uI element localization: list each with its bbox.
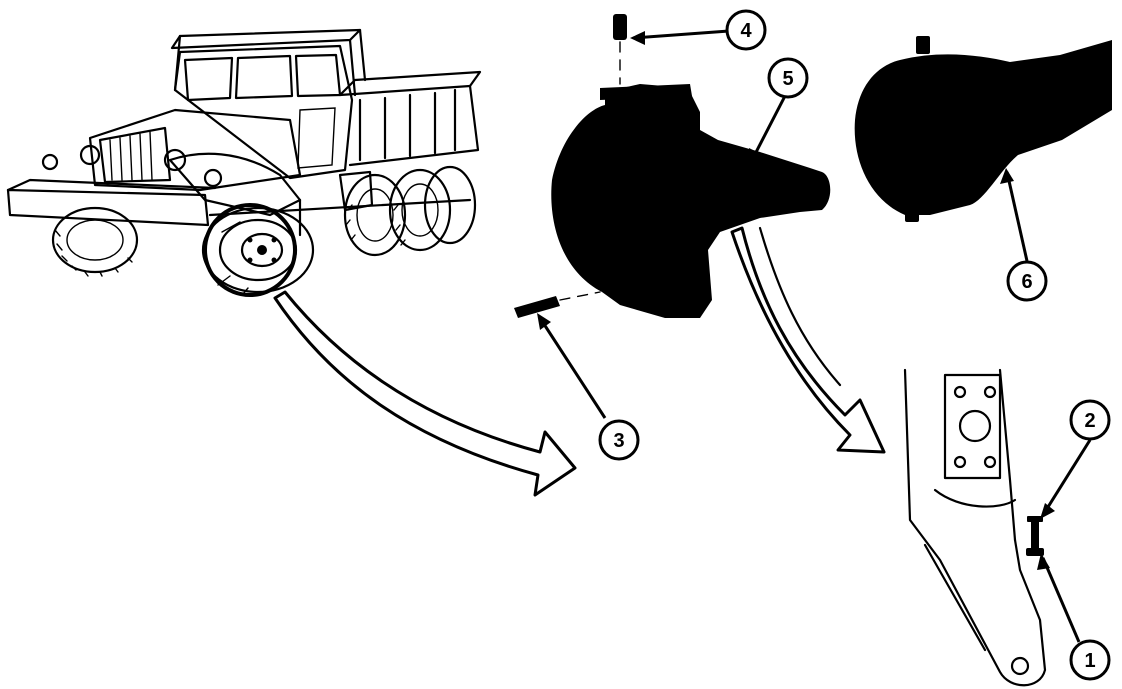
callout-6: 6 [1006,260,1048,302]
steering-arm [903,368,1047,687]
dump-truck-illustration [6,28,482,295]
callout-2-label: 2 [1084,410,1095,432]
callout-2: 2 [1069,399,1111,441]
callout-4: 4 [725,9,767,51]
detail-arrow-right [730,226,886,454]
leader-lines [537,29,1092,643]
detail-circle [203,203,297,297]
callout-6-label: 6 [1021,271,1032,293]
axle-housing [854,36,1112,222]
callout-3: 3 [598,419,640,461]
detail-arrow-left [273,290,577,497]
lower-kingpin [514,291,601,318]
callout-3-label: 3 [613,430,624,452]
upper-kingpin [613,14,627,85]
steering-knuckle [551,84,831,318]
callout-4-label: 4 [740,20,752,42]
callout-5: 5 [767,57,809,99]
callout-1: 1 [1069,639,1111,681]
callout-1-label: 1 [1084,650,1095,672]
arrow-right-inner-line [758,226,842,387]
callout-5-label: 5 [782,68,793,90]
